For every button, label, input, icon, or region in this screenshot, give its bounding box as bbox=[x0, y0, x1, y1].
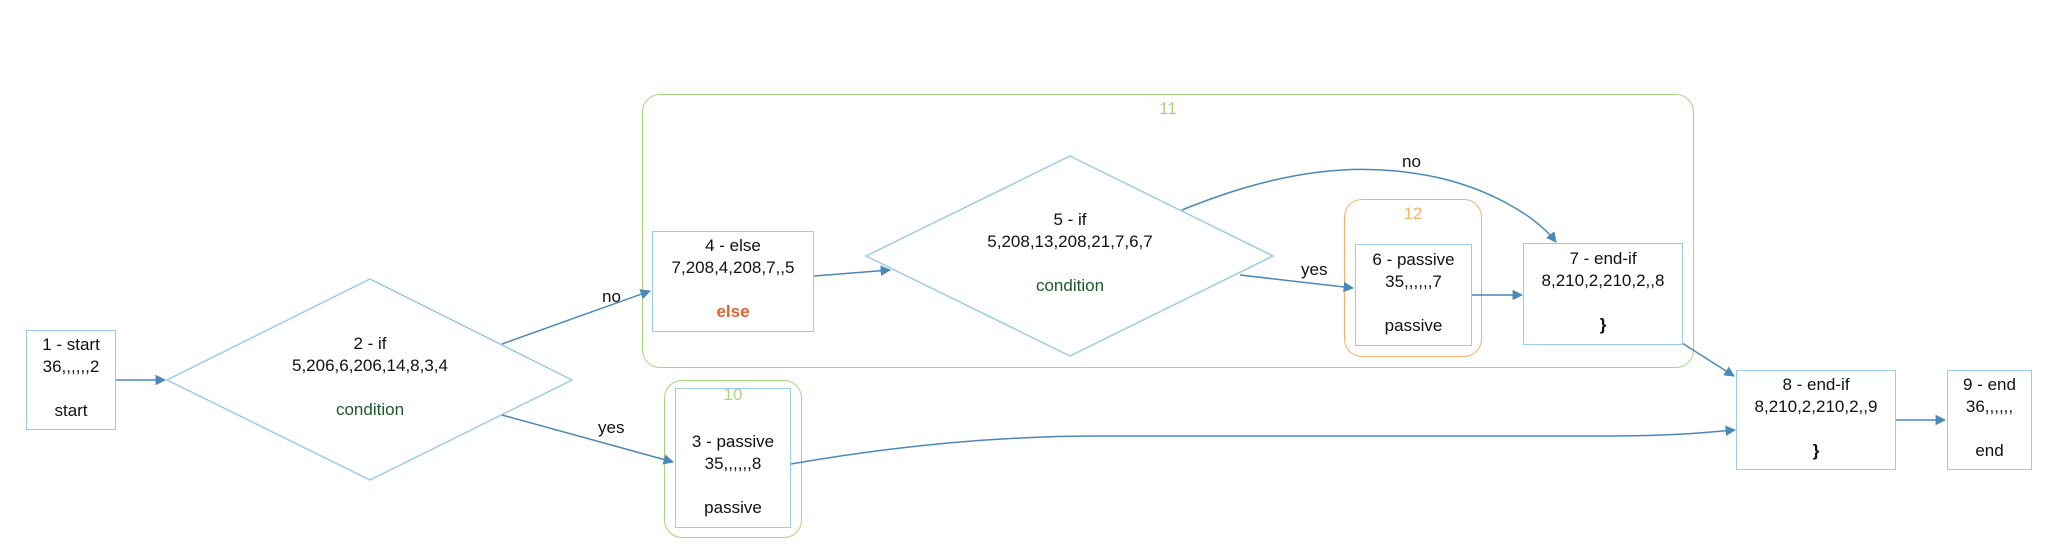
node-4-title: 4 - else bbox=[705, 236, 761, 255]
node-6-tag: passive bbox=[1384, 316, 1443, 335]
node-5-diamond[interactable] bbox=[864, 155, 1275, 357]
node-9-end[interactable]: 9 - end 36,,,,,, end bbox=[1947, 370, 2032, 470]
node-7-tag: } bbox=[1599, 315, 1607, 334]
node-9-title: 9 - end bbox=[1963, 375, 2016, 394]
node-4-tag: else bbox=[716, 302, 750, 321]
edge-4-5 bbox=[813, 265, 892, 277]
node-6-title: 6 - passive bbox=[1372, 250, 1455, 269]
node-1-start[interactable]: 1 - start 36,,,,,,2 start bbox=[26, 330, 116, 430]
edge-7-8 bbox=[1681, 342, 1735, 377]
node-3-code: 35,,,,,,8 bbox=[704, 454, 762, 473]
node-3-passive[interactable]: 3 - passive 35,,,,,,8 passive bbox=[675, 388, 791, 528]
edge-label-5-6: yes bbox=[1301, 260, 1328, 279]
node-7-code: 8,210,2,210,2,,8 bbox=[1541, 271, 1665, 290]
node-5-code: 5,208,13,208,21,7,6,7 bbox=[987, 232, 1153, 251]
node-8-code: 8,210,2,210,2,,9 bbox=[1754, 397, 1878, 416]
edge-2-3 bbox=[501, 414, 675, 465]
edge-5-7 bbox=[1181, 168, 1557, 243]
edge-label-2-4: no bbox=[602, 287, 621, 306]
cluster-12-label: 12 bbox=[1403, 204, 1423, 223]
node-1-title: 1 - start bbox=[42, 335, 100, 354]
edge-label-2-3: yes bbox=[598, 418, 625, 437]
edge-3-8 bbox=[790, 425, 1737, 465]
node-2-diamond[interactable] bbox=[165, 278, 574, 481]
node-2-title: 2 - if bbox=[353, 334, 387, 353]
node-1-tag: start bbox=[54, 401, 88, 420]
node-7-title: 7 - end-if bbox=[1569, 249, 1637, 268]
node-6-code: 35,,,,,,7 bbox=[1385, 272, 1442, 291]
cluster-10-label: 10 bbox=[723, 385, 743, 404]
node-4-code: 7,208,4,208,7,,5 bbox=[671, 258, 795, 277]
node-9-tag: end bbox=[1975, 441, 2004, 460]
cluster-11-label: 11 bbox=[1159, 99, 1177, 118]
node-5-text: 5 - if 5,208,13,208,21,7,6,7 condition bbox=[950, 209, 1190, 297]
edge-2-4 bbox=[501, 289, 651, 345]
node-2-text: 2 - if 5,206,6,206,14,8,3,4 condition bbox=[250, 333, 490, 421]
node-2-tag: condition bbox=[335, 400, 405, 419]
node-6-passive[interactable]: 6 - passive 35,,,,,,7 passive bbox=[1355, 244, 1472, 346]
node-5-title: 5 - if bbox=[1053, 210, 1087, 229]
cluster-12: 12 bbox=[1344, 199, 1482, 357]
node-3-tag: passive bbox=[704, 498, 762, 517]
node-1-code: 36,,,,,,2 bbox=[42, 357, 100, 376]
node-9-code: 36,,,,,, bbox=[1965, 397, 2014, 416]
node-2-code: 5,206,6,206,14,8,3,4 bbox=[292, 356, 448, 375]
node-4-else[interactable]: 4 - else 7,208,4,208,7,,5 else bbox=[652, 231, 814, 332]
edge-label-5-7: no bbox=[1402, 152, 1421, 171]
node-8-end-if[interactable]: 8 - end-if 8,210,2,210,2,,9 } bbox=[1736, 370, 1896, 470]
node-7-end-if[interactable]: 7 - end-if 8,210,2,210,2,,8 } bbox=[1523, 243, 1683, 345]
node-5-tag: condition bbox=[1035, 276, 1105, 295]
cluster-11: 11 bbox=[642, 94, 1694, 368]
node-3-title: 3 - passive bbox=[691, 432, 775, 451]
node-8-tag: } bbox=[1812, 441, 1820, 460]
edge-5-6 bbox=[1239, 274, 1355, 293]
node-8-title: 8 - end-if bbox=[1782, 375, 1850, 394]
